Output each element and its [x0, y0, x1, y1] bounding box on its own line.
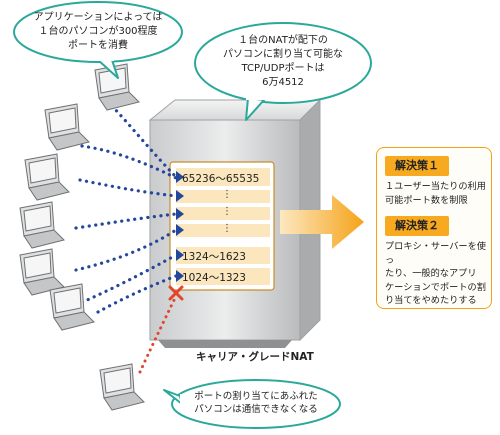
laptop-icon: [44, 103, 90, 151]
laptop-icon: [24, 153, 70, 201]
blocked-x-icon: [168, 285, 184, 301]
laptop-icon: [19, 201, 65, 249]
arrow-laptop-2: [80, 144, 178, 180]
solution-2-text: プロキシ・サーバーを使っ たり、一般的なアプリ ケーションでポートの割 り当てを…: [385, 240, 487, 308]
port-ellipsis: ⋮: [222, 223, 232, 234]
solution-line: り当てをやめたりする: [385, 295, 477, 306]
solution-line: たり、一般的なアプリ: [385, 268, 477, 279]
solution-line: １ユーザー当たりの利用: [385, 181, 486, 192]
bubble-line: ポートの割り当てにあふれた: [194, 391, 318, 402]
laptop-icon: [49, 283, 95, 331]
solution-1-title: 解決策１: [385, 156, 449, 176]
solution-line: 可能ポート数を制限: [385, 194, 468, 206]
arrow-laptop-3: [78, 178, 178, 198]
solution-line: ケーションでポートの割: [385, 281, 486, 293]
bubble-line: パソコンに割り当て可能な: [223, 49, 343, 60]
bubble-bottom: [163, 379, 341, 429]
port-arrows: [74, 104, 178, 314]
blocked-arrow: [138, 294, 178, 374]
arrow-laptop-1: [110, 104, 178, 179]
port-range-top: 65236〜65535: [182, 173, 260, 185]
bubble-top-center: [194, 22, 372, 121]
port-ellipsis: ⋮: [222, 189, 232, 200]
solution-2-title: 解決策２: [385, 216, 449, 236]
laptop-icon: [19, 248, 65, 296]
arrow-laptop-7: [96, 274, 178, 314]
port-list-panel: [169, 161, 275, 291]
laptops: [19, 63, 145, 411]
nat-label: キャリア・グレードNAT: [196, 351, 314, 363]
bubble-line: １台のパソコンが300程度: [38, 26, 158, 37]
bubble-line: パソコンは通信できなくなる: [194, 404, 318, 415]
bubble-top-center-text: １台のNATが配下の パソコンに割り当て可能な TCP/UDPポートは 6万45…: [200, 34, 366, 90]
solution-1-text: １ユーザー当たりの利用 可能ポート数を制限: [385, 180, 487, 207]
solution-line: プロキシ・サーバーを使っ: [385, 241, 486, 266]
bubble-bottom-text: ポートの割り当てにあふれた パソコンは通信できなくなる: [180, 390, 332, 416]
bubble-line: TCP/UDPポートは: [241, 63, 325, 74]
bubble-line: 6万4512: [262, 77, 304, 88]
bubble-line: アプリケーションによっては: [33, 12, 163, 23]
port-ellipsis: ⋮: [222, 206, 232, 217]
solutions-panel: 解決策１ １ユーザー当たりの利用 可能ポート数を制限 解決策２ プロキシ・サーバ…: [376, 147, 492, 309]
blocked-laptop-icon: [99, 363, 145, 411]
bubble-line: １台のNATが配下の: [238, 35, 328, 46]
port-range-first: 1024〜1323: [182, 272, 246, 284]
laptop-icon: [94, 63, 140, 111]
arrow-laptop-6: [74, 253, 178, 307]
arrow-laptop-5: [74, 228, 178, 272]
port-range-second: 1324〜1623: [182, 251, 246, 263]
bubble-top-left: [13, 1, 183, 79]
bubble-top-left-text: アプリケーションによっては １台のパソコンが300程度 ポートを消費: [20, 11, 176, 53]
arrowheads: [176, 171, 184, 282]
bubble-line: ポートを消費: [68, 40, 128, 51]
solution-arrow: [280, 195, 364, 249]
